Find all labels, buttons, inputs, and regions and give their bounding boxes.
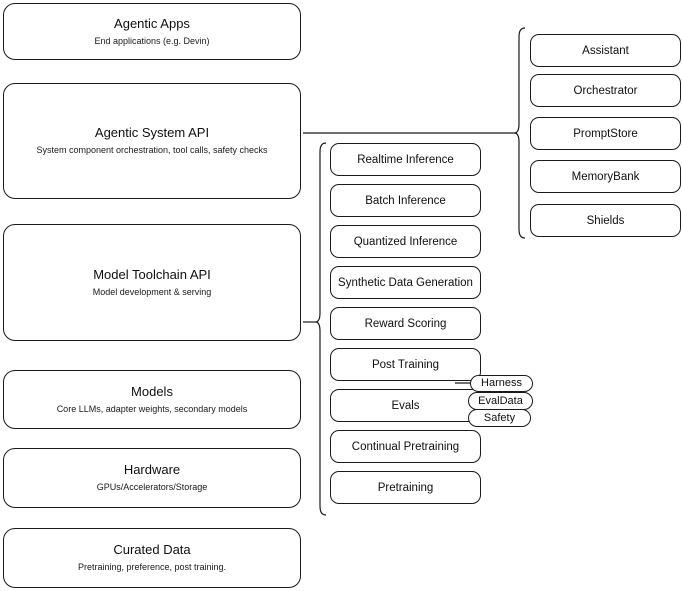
component-label: PromptStore (573, 127, 638, 140)
capability-label: Synthetic Data Generation (338, 276, 473, 289)
capability-label: Batch Inference (365, 194, 446, 207)
component-label: Assistant (582, 44, 629, 57)
component-label: Shields (586, 214, 625, 227)
layer-agentic-system-api[interactable]: Agentic System API System component orch… (3, 83, 301, 199)
capability-synthetic-data-generation[interactable]: Synthetic Data Generation (330, 266, 481, 299)
layer-model-toolchain-api[interactable]: Model Toolchain API Model development & … (3, 224, 301, 341)
capability-realtime-inference[interactable]: Realtime Inference (330, 143, 481, 176)
component-memorybank[interactable]: MemoryBank (530, 160, 681, 193)
capability-label: Quantized Inference (353, 235, 458, 248)
capability-quantized-inference[interactable]: Quantized Inference (330, 225, 481, 258)
capability-reward-scoring[interactable]: Reward Scoring (330, 307, 481, 340)
layer-hardware[interactable]: Hardware GPUs/Accelerators/Storage (3, 448, 301, 508)
layer-curated-data[interactable]: Curated Data Pretraining, preference, po… (3, 528, 301, 588)
component-shields[interactable]: Shields (530, 204, 681, 237)
layer-title: Model Toolchain API (93, 266, 211, 282)
capability-label: Continual Pretraining (351, 440, 460, 453)
layer-subtitle: Pretraining, preference, post training. (77, 562, 227, 572)
component-assistant[interactable]: Assistant (530, 34, 681, 67)
component-label: Orchestrator (573, 84, 638, 97)
layer-subtitle: End applications (e.g. Devin) (94, 35, 210, 46)
capability-continual-pretraining[interactable]: Continual Pretraining (330, 430, 481, 463)
system-components-bracket (514, 27, 526, 239)
capability-label: Pretraining (377, 481, 434, 494)
capability-pretraining[interactable]: Pretraining (330, 471, 481, 504)
capability-batch-inference[interactable]: Batch Inference (330, 184, 481, 217)
layer-subtitle: System component orchestration, tool cal… (36, 145, 268, 155)
layer-title: Curated Data (113, 542, 191, 557)
component-orchestrator[interactable]: Orchestrator (530, 74, 681, 107)
layer-agentic-apps[interactable]: Agentic Apps End applications (e.g. Devi… (3, 3, 301, 60)
capability-label: Post Training (371, 358, 440, 371)
layer-title: Agentic System API (94, 125, 210, 140)
layer-models[interactable]: Models Core LLMs, adapter weights, secon… (3, 370, 301, 429)
layer-title: Agentic Apps (114, 15, 190, 31)
toolchain-capabilities-bracket (315, 142, 327, 516)
evals-subcomponent-evaldata[interactable]: EvalData (468, 392, 533, 410)
layer-title: Models (131, 383, 173, 399)
evals-subcomponent-harness[interactable]: Harness (470, 375, 533, 392)
component-label: MemoryBank (571, 170, 640, 183)
component-promptstore[interactable]: PromptStore (530, 117, 681, 150)
layer-title: Hardware (123, 462, 181, 477)
capability-post-training[interactable]: Post Training (330, 348, 481, 381)
layer-subtitle: Model development & serving (92, 286, 212, 297)
capability-label: Realtime Inference (357, 153, 454, 166)
capability-label: Evals (391, 399, 420, 412)
layer-subtitle: Core LLMs, adapter weights, secondary mo… (56, 403, 248, 414)
capability-label: Reward Scoring (364, 317, 447, 330)
evals-subcomponent-safety[interactable]: Safety (468, 409, 531, 427)
capability-evals[interactable]: Evals (330, 389, 481, 422)
layer-subtitle: GPUs/Accelerators/Storage (96, 482, 208, 492)
